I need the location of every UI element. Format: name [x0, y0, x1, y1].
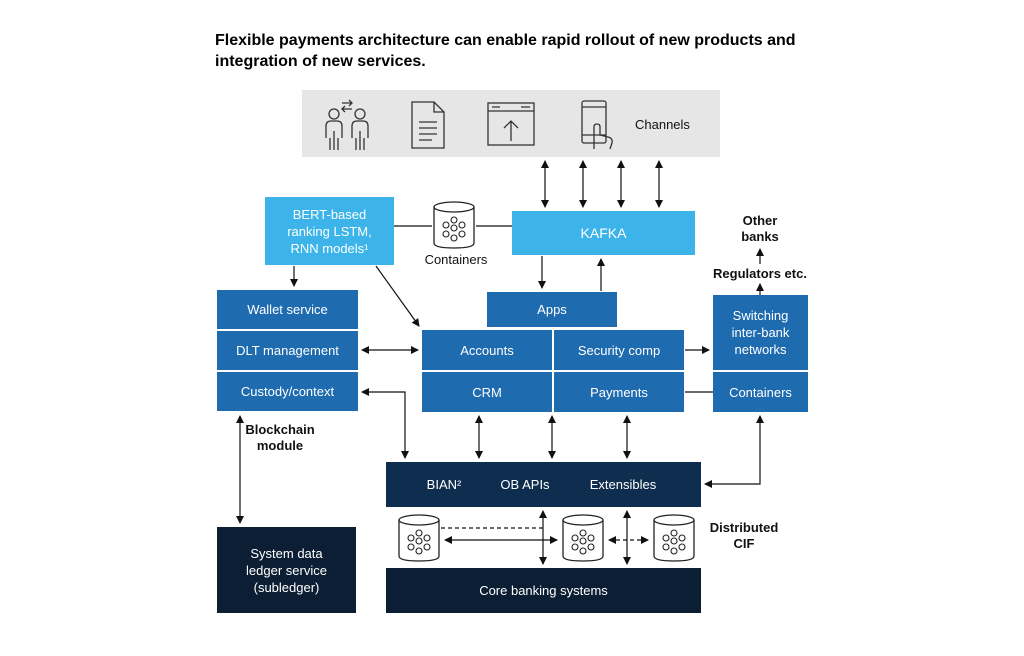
- arrow-custody-api: [361, 388, 409, 459]
- people-exchange-icon: [325, 99, 369, 150]
- switching-line3: networks: [734, 342, 787, 357]
- switching-networks-box: Switching inter-bank networks: [713, 295, 808, 370]
- cif-cylinder-icon-middle: [562, 514, 604, 562]
- wallet-service-box: Wallet service: [217, 290, 358, 329]
- subledger-line2: ledger service: [246, 562, 327, 578]
- accounts-box: Accounts: [422, 330, 552, 370]
- ml-models-line3: RNN models¹: [290, 240, 369, 256]
- arrow-ml-accounts: [375, 265, 420, 327]
- switching-containers-box: Containers: [713, 372, 808, 412]
- core-banking-box: Core banking systems: [386, 568, 701, 613]
- other-banks-label: Other banks: [730, 213, 790, 245]
- dlt-management-box: DLT management: [217, 331, 358, 370]
- diagram-title: Flexible payments architecture can enabl…: [215, 32, 796, 70]
- distributed-cif-line1: Distributed: [709, 520, 779, 535]
- bian-label: BIAN²: [426, 477, 462, 492]
- payments-box: Payments: [554, 372, 684, 412]
- ml-models-line2: ranking LSTM,: [287, 223, 372, 239]
- ml-models-box: BERT-based ranking LSTM, RNN models¹: [265, 197, 394, 265]
- blockchain-line1: Blockchain: [245, 422, 315, 437]
- blockchain-line2: module: [256, 438, 304, 453]
- other-banks-line1: Other: [742, 213, 778, 228]
- switching-line1: Switching: [732, 308, 789, 323]
- subledger-line3: (subledger): [253, 579, 320, 595]
- cif-cylinder-icon-left: [398, 514, 440, 562]
- api-layer-bar: [386, 462, 701, 507]
- channels-label: Channels: [635, 117, 690, 132]
- regulators-label: Regulators etc.: [713, 266, 807, 281]
- subledger-box: System data ledger service (subledger): [217, 527, 356, 613]
- distributed-cif-line2: CIF: [733, 536, 755, 551]
- apps-box: Apps: [487, 292, 617, 327]
- crm-box: CRM: [422, 372, 552, 412]
- kafka-box: KAFKA: [512, 211, 695, 255]
- mobile-touch-icon: [581, 100, 613, 150]
- containers-label: Containers: [424, 252, 488, 267]
- arrow-switching-api: [704, 415, 764, 488]
- security-comp-box: Security comp: [554, 330, 684, 370]
- ob-apis-label: OB APIs: [500, 477, 550, 492]
- browser-upload-icon: [487, 102, 535, 146]
- switching-line2: inter-bank: [731, 325, 790, 340]
- cif-cylinder-icon-right: [653, 514, 695, 562]
- custody-context-box: Custody/context: [217, 372, 358, 411]
- distributed-cif-label: Distributed CIF: [702, 520, 786, 552]
- document-icon: [411, 101, 445, 149]
- other-banks-line2: banks: [741, 229, 779, 244]
- ml-models-line1: BERT-based: [292, 206, 367, 222]
- extensibles-label: Extensibles: [589, 477, 657, 492]
- blockchain-module-label: Blockchain module: [240, 422, 320, 454]
- containers-cylinder-icon: [433, 201, 475, 249]
- subledger-line1: System data: [250, 545, 323, 561]
